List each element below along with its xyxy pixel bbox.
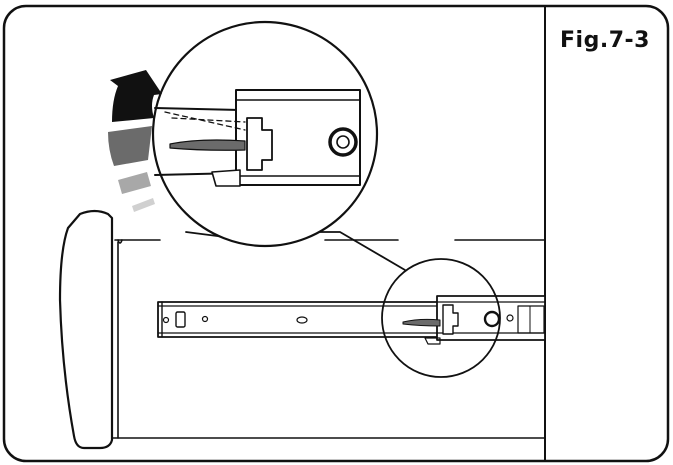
drawer-front-panel — [58, 209, 114, 450]
small-release-lever — [402, 318, 441, 327]
magnified-view — [151, 20, 406, 271]
direction-arrow — [108, 70, 162, 212]
release-lever — [169, 139, 246, 151]
arrow-head — [110, 70, 162, 122]
figure-label: Fig.7-3 — [560, 28, 650, 53]
detail-callout-circle — [381, 258, 501, 378]
arrow-segment-faint — [132, 198, 155, 212]
arrow-segment-mid — [108, 126, 152, 166]
slide-rail — [157, 295, 546, 345]
figure-frame — [2, 4, 670, 463]
lever-motion-dashed — [164, 111, 246, 131]
cabinet-interior — [111, 239, 546, 439]
arrow-segment-light — [118, 172, 151, 194]
